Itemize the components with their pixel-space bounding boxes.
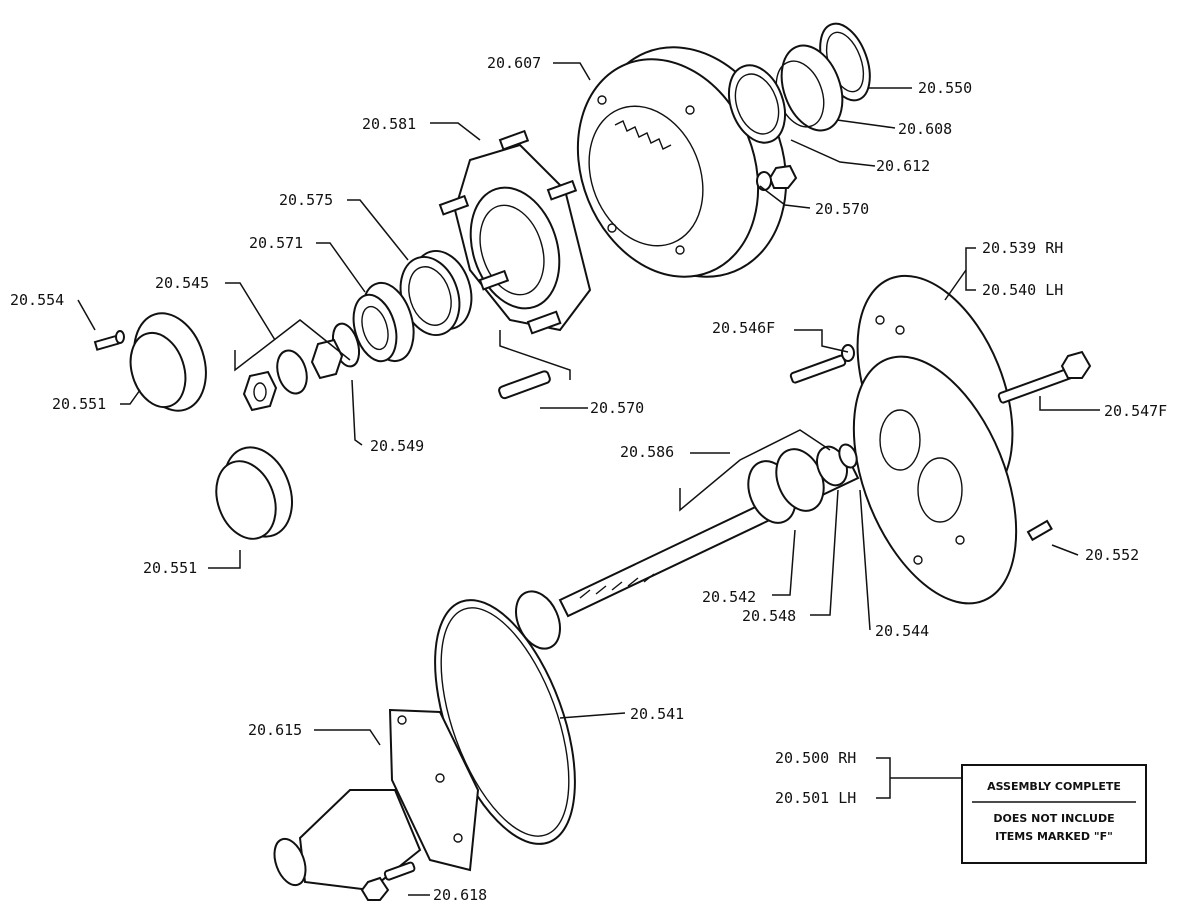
bearing-cone-inner: [352, 281, 415, 363]
callout-20546f: 20.546F: [712, 319, 775, 337]
note-line-1: DOES NOT INCLUDE: [993, 812, 1114, 825]
callout-labels: 20.607 20.581 20.575 20.571 20.545 20.55…: [10, 54, 1167, 904]
cap-screw: [93, 330, 125, 351]
callout-20571: 20.571: [249, 234, 303, 252]
spindle-nut-group: [242, 338, 344, 412]
callout-20575: 20.575: [279, 191, 333, 209]
callout-20500-rh: 20.500 RH: [775, 749, 856, 767]
spindle: [273, 708, 480, 892]
callout-20570-upper: 20.570: [815, 200, 869, 218]
callout-20501-lh: 20.501 LH: [775, 789, 856, 807]
callout-20570-lower: 20.570: [590, 399, 644, 417]
callout-20615: 20.615: [248, 721, 302, 739]
callout-20550: 20.550: [918, 79, 972, 97]
callout-20542: 20.542: [702, 588, 756, 606]
callout-20539-rh: 20.539 RH: [982, 239, 1063, 257]
outer-bearing-set: [727, 22, 871, 144]
callout-20618: 20.618: [433, 886, 487, 904]
callout-20608: 20.608: [898, 120, 952, 138]
backing-plate-bolt: [789, 344, 855, 384]
note-title: ASSEMBLY COMPLETE: [987, 780, 1121, 793]
callout-20612: 20.612: [876, 157, 930, 175]
note-line-2: ITEMS MARKED "F": [995, 830, 1113, 843]
callout-20549: 20.549: [370, 437, 424, 455]
callout-20544: 20.544: [875, 622, 929, 640]
long-bolt: [997, 350, 1092, 404]
callout-20581: 20.581: [362, 115, 416, 133]
dust-cap-upper: [129, 312, 207, 412]
wheel-hub: [438, 129, 592, 335]
leader-lines: [77, 62, 1100, 896]
bearing-cup-inner: [399, 249, 473, 337]
wheel-stud-lower: [498, 370, 551, 400]
callout-20551-lower: 20.551: [143, 559, 197, 577]
callout-20607: 20.607: [487, 54, 541, 72]
dust-cap-lower: [215, 446, 293, 540]
callout-20548: 20.548: [742, 607, 796, 625]
callout-20545: 20.545: [155, 274, 209, 292]
assembly-note-box: ASSEMBLY COMPLETE DOES NOT INCLUDE ITEMS…: [961, 764, 1147, 864]
callout-20547f: 20.547F: [1104, 402, 1167, 420]
callout-20552: 20.552: [1085, 546, 1139, 564]
bleeder-screw: [1026, 519, 1053, 542]
spindle-bolt: [360, 861, 416, 901]
callout-20540-lh: 20.540 LH: [982, 281, 1063, 299]
callout-20551-upper: 20.551: [52, 395, 106, 413]
backing-plate: [852, 274, 1018, 605]
callout-20554: 20.554: [10, 291, 64, 309]
axle-shaft: [515, 443, 860, 650]
brake-drum: [576, 46, 788, 278]
callout-20586: 20.586: [620, 443, 674, 461]
callout-20541: 20.541: [630, 705, 684, 723]
